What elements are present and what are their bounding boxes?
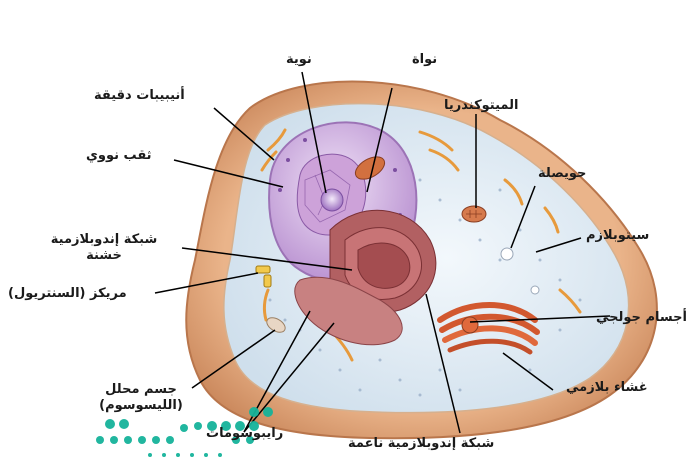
label-ribosomes: رايبوسومات <box>206 426 283 442</box>
label-cytoplasm: سيتوبلازم <box>586 228 649 244</box>
label-vesicle: حويصلة <box>538 166 586 182</box>
label-mitochondria: الميتوكندريا <box>444 98 518 114</box>
label-lysosome: جسم محلل (الليسوسوم) <box>86 382 196 414</box>
label-microtubules: أنيبيبات دقيقة <box>94 88 185 104</box>
label-plasma-membrane: غشاء بلازمي <box>566 380 648 396</box>
label-nuclear-pore: ثقب نووي <box>86 148 152 164</box>
nucleolus-shape <box>321 189 343 211</box>
label-lysosome-line2: (الليسوسوم) <box>86 398 196 414</box>
label-lysosome-line1: جسم محلل <box>86 382 196 398</box>
label-nucleus: نواة <box>412 52 437 68</box>
label-smooth-er: شبكة إندوبلازمية ناعمة <box>348 436 494 452</box>
label-nucleolus: نوية <box>286 52 312 68</box>
label-rough-er-line2: خشنة <box>34 248 174 264</box>
label-centriole: مريكز (السنتريول) <box>8 286 127 302</box>
label-golgi: أجسام جولجي <box>596 310 687 326</box>
label-rough-er-line1: شبكة إندوبلازمية <box>34 232 174 248</box>
label-rough-er: شبكة إندوبلازمية خشنة <box>34 232 174 264</box>
